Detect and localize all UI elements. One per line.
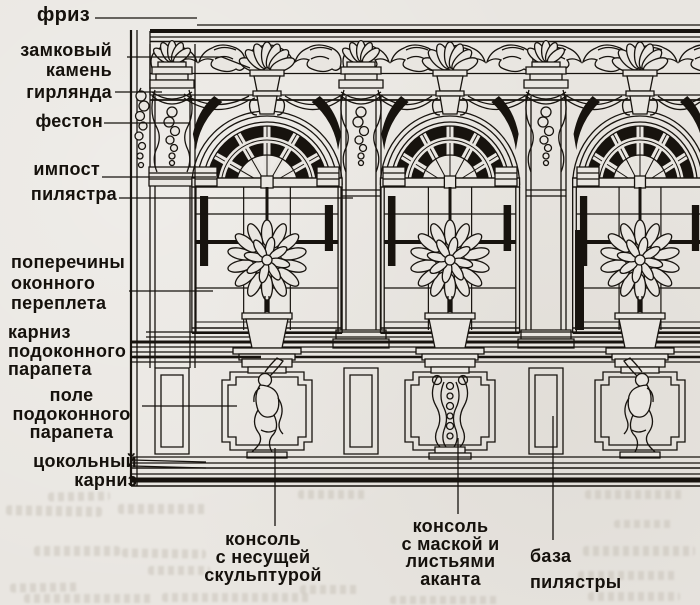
bleed-through-text: [585, 490, 685, 499]
label-parapet-field: поле подоконного парапета: [12, 385, 131, 442]
bleed-through-text: [298, 490, 368, 499]
arched-window-3: [573, 96, 700, 333]
bleed-through-text: [390, 596, 500, 604]
label-frieze: фриз: [36, 4, 90, 26]
keystone-bay-3: [610, 42, 669, 115]
label-festoon: фестон: [35, 111, 103, 131]
bleed-through-text: [118, 504, 206, 514]
pilaster-base-1: [343, 367, 379, 455]
keystone-bay-2: [420, 42, 479, 115]
bleed-through-text: [148, 566, 210, 575]
bleed-through-text: [300, 585, 360, 594]
bleed-through-text: [162, 593, 312, 602]
bleed-through-text: [34, 546, 120, 556]
pilaster-base-2: [528, 367, 564, 455]
potted-topiary-3: [600, 220, 680, 360]
bleed-through-text: [583, 546, 695, 556]
leader-lines: [95, 18, 553, 540]
label-console-mask-acanthus: консоль с маской и листьями аканта: [401, 516, 500, 589]
console-sculpture-2: [614, 357, 666, 459]
bleed-through-text: [578, 571, 678, 580]
bleed-through-text: [614, 520, 672, 528]
bleed-through-text: [24, 594, 152, 603]
parapet-panel-2: [404, 371, 496, 451]
label-pilaster-base: база пилястры: [530, 546, 622, 592]
label-console-sculpture: консоль с несущей скульптурой: [204, 529, 322, 585]
label-window-crossbars: поперечины оконного переплета: [11, 252, 126, 313]
entablature: [150, 25, 700, 95]
frieze-band: [150, 44, 700, 100]
pilaster-base-corner: [154, 367, 190, 455]
label-pilaster: пилястра: [30, 184, 117, 204]
keystone-bay-1: [237, 42, 296, 115]
label-sill-cornice: карниз подоконного парапета: [8, 322, 127, 379]
potted-topiary-2: [410, 220, 490, 360]
console-sculpture-1: [241, 357, 293, 459]
leader-plinth-cornice: [132, 460, 206, 468]
plinth-cornice: [131, 457, 700, 486]
leader-keystone: [127, 57, 250, 68]
label-keystone: замковый камень: [20, 40, 112, 80]
bleed-through-text: [588, 592, 680, 601]
label-impost: импост: [33, 159, 100, 179]
potted-topiary-1: [227, 220, 307, 360]
label-garland: гирлянда: [26, 82, 112, 102]
console-acanthus: [424, 358, 476, 460]
label-plinth-cornice: цокольный карниз: [33, 451, 137, 490]
wall-corner: [131, 30, 149, 486]
